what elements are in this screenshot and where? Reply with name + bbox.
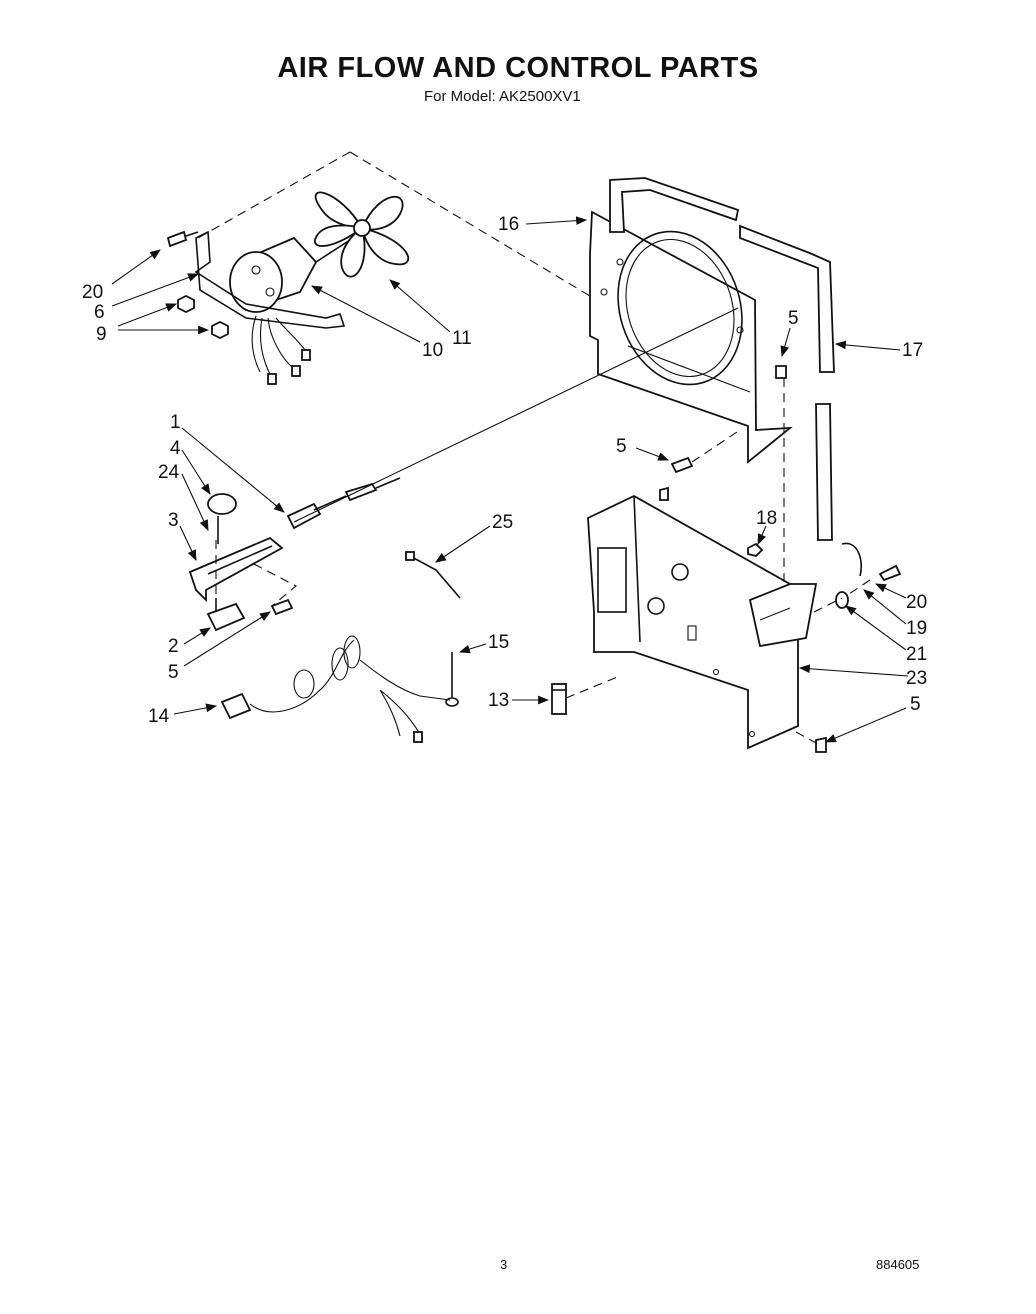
callout-15: 15: [488, 632, 509, 653]
control-panel: [587, 486, 818, 750]
gasket-strips: [609, 177, 835, 541]
callout-6: 6: [94, 302, 105, 323]
callout-2: 2: [168, 636, 179, 657]
callout-9: 9: [96, 324, 107, 345]
callout-1: 1: [170, 412, 181, 433]
callout-13: 13: [488, 690, 509, 711]
control-knob: [207, 493, 237, 544]
callout-17: 17: [902, 340, 923, 361]
wiring-harness: [220, 635, 459, 743]
callout-5b: 5: [616, 436, 627, 457]
document-number: 884605: [876, 1257, 920, 1272]
callout-leaders: [111, 216, 909, 743]
callout-20b: 20: [906, 592, 927, 613]
motor-bracket: [194, 230, 346, 329]
callout-19: 19: [906, 618, 927, 639]
thermostat-bracket: [188, 536, 284, 603]
relay-block: [206, 598, 246, 632]
callout-3: 3: [168, 510, 179, 531]
fan-blade: [314, 191, 410, 278]
small-hardware: [670, 365, 902, 753]
callout-20: 20: [82, 282, 103, 303]
callout-5a: 5: [788, 308, 799, 329]
fan-motor: [229, 236, 351, 313]
relay-screw: [270, 598, 294, 616]
motor-screw: [166, 230, 199, 248]
callout-16: 16: [498, 214, 519, 235]
callout-10: 10: [422, 340, 443, 361]
model-subtitle: For Model: AK2500XV1: [424, 88, 581, 105]
tie-strap: [405, 551, 461, 599]
callout-23: 23: [906, 668, 927, 689]
orifice-panel: [589, 210, 793, 464]
callout-4: 4: [170, 438, 181, 459]
page-number: 3: [500, 1257, 508, 1272]
callout-25: 25: [492, 512, 513, 533]
thermostat: [286, 307, 739, 530]
callout-5c: 5: [168, 662, 179, 683]
motor-nuts: [177, 294, 229, 340]
capacitor: [551, 683, 567, 715]
motor-leads: [251, 315, 311, 385]
callout-14: 14: [148, 706, 170, 727]
callout-5d: 5: [910, 694, 921, 715]
page-title: AIR FLOW AND CONTROL PARTS: [277, 52, 759, 84]
callout-18: 18: [756, 508, 777, 529]
callout-21: 21: [906, 644, 927, 665]
callout-11: 11: [452, 328, 472, 349]
callout-24: 24: [158, 462, 180, 483]
